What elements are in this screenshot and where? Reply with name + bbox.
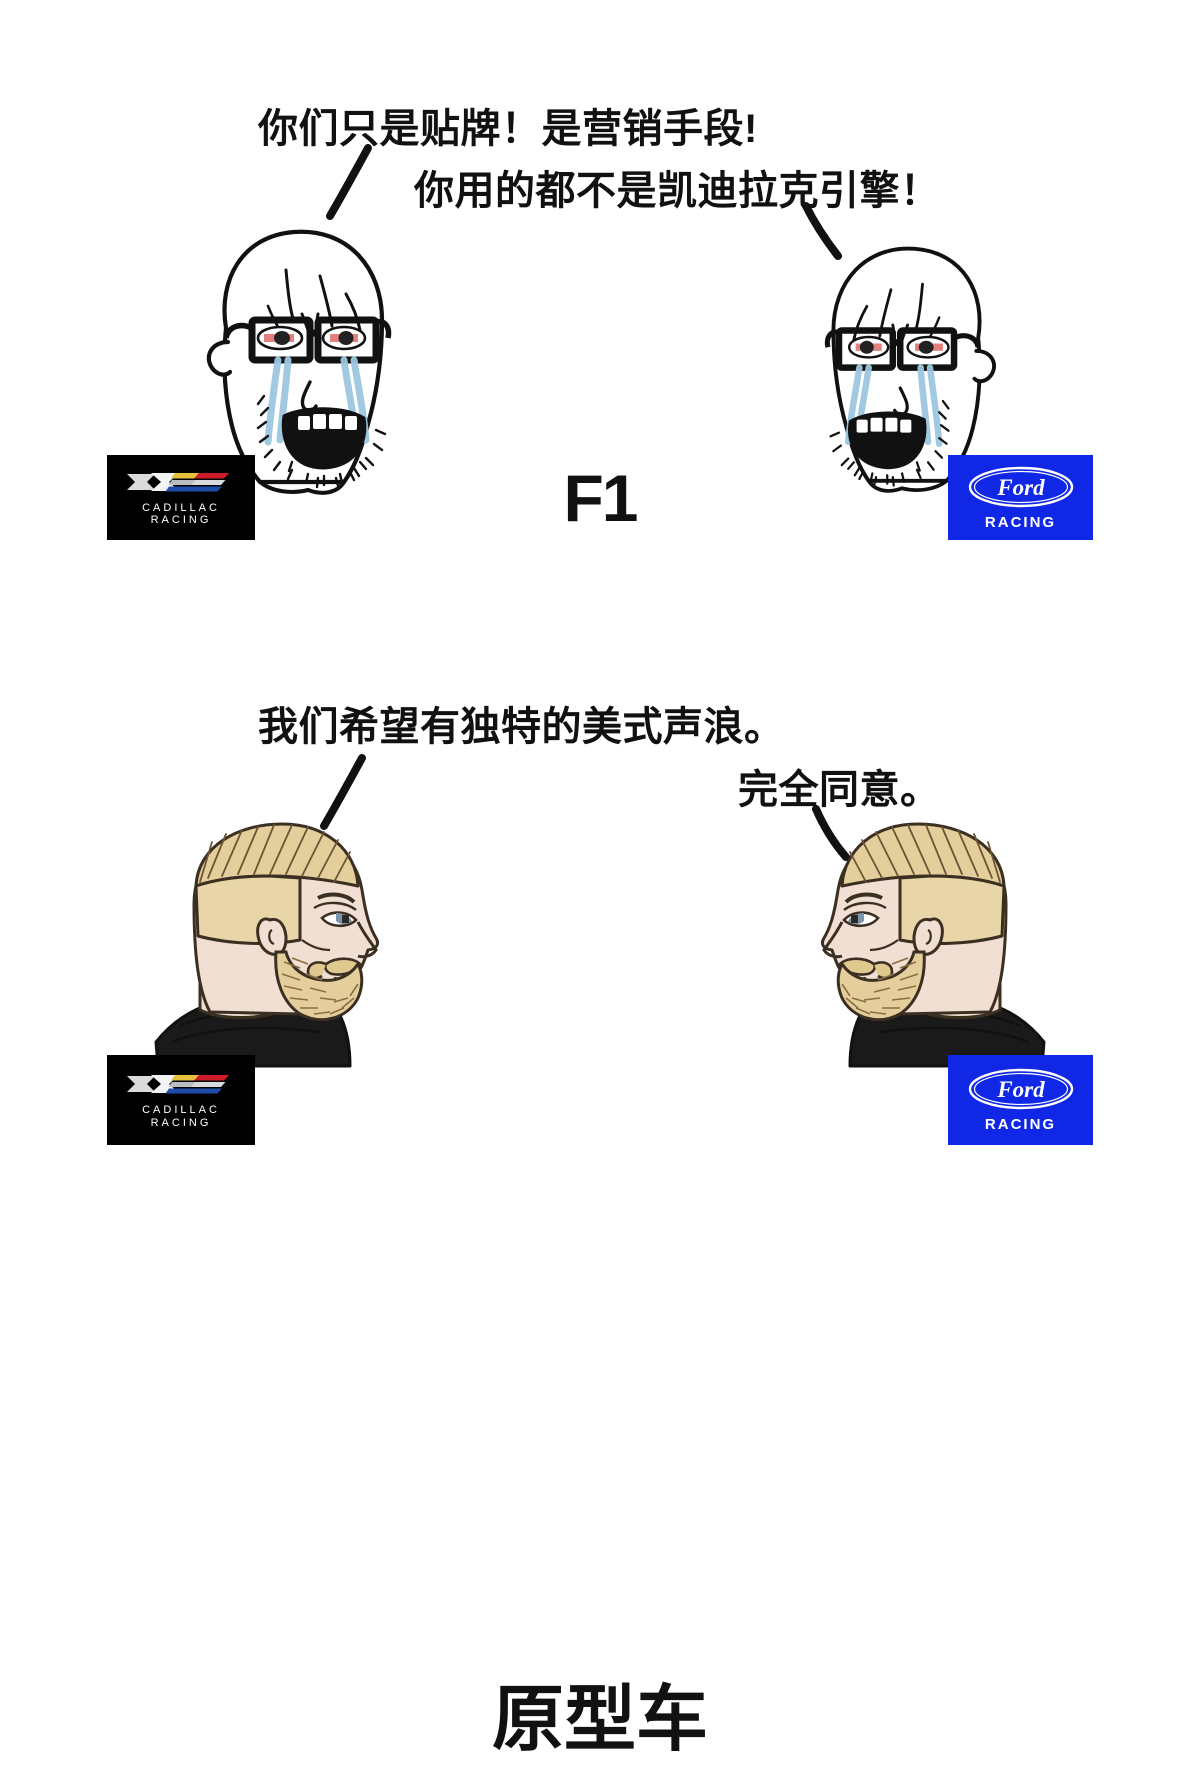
panel-proto-center-label: 原型车: [491, 1680, 708, 1760]
ford-word-bottom: RACING: [984, 1116, 1057, 1133]
panel-proto-line1: 我们希望有独特的美式声浪。: [258, 705, 785, 749]
cadillac-racing-logo-top: CADILLAC RACING: [107, 455, 255, 540]
pointer-stroke-left-top: [326, 144, 372, 220]
ford-oval-icon: Ford: [968, 466, 1073, 507]
ford-racing-logo-bottom: Ford RACING: [948, 1055, 1093, 1145]
chad-left: [154, 822, 380, 1068]
chad-right: [820, 822, 1046, 1068]
cadillac-word-top: CADILLAC: [142, 1104, 220, 1117]
ford-racing-logo-top: Ford RACING: [948, 455, 1093, 540]
panel-f1: 你们只是贴牌！是营销手段! 你用的都不是凯迪拉克引擎！: [0, 0, 1200, 600]
panel-prototype: 我们希望有独特的美式声浪。 完全同意。: [0, 600, 1200, 1760]
cadillac-crest-icon: [127, 1075, 229, 1094]
panel-proto-line2: 完全同意。: [738, 768, 941, 812]
panel-f1-center-label: F1: [563, 461, 638, 535]
cadillac-word-bottom: RACING: [150, 1116, 212, 1129]
pointer-stroke-right-top: [802, 202, 842, 260]
cadillac-crest-icon: [127, 472, 229, 492]
pointer-stroke-right-bottom: [812, 805, 850, 861]
crying-soyjak-right: [824, 246, 997, 493]
ford-wordmark: Ford: [996, 1077, 1045, 1102]
panel-f1-line2: 你用的都不是凯迪拉克引擎！: [414, 169, 941, 213]
crying-soyjak-left: [206, 229, 392, 495]
cadillac-word-bottom: RACING: [150, 514, 212, 526]
cadillac-word-top: CADILLAC: [142, 501, 220, 514]
pointer-stroke-left-bottom: [320, 754, 366, 830]
ford-word-bottom: RACING: [984, 513, 1057, 531]
panel-f1-line1: 你们只是贴牌！是营销手段!: [258, 107, 758, 151]
cadillac-racing-logo-bottom: CADILLAC RACING: [107, 1055, 255, 1145]
ford-wordmark: Ford: [996, 475, 1045, 500]
ford-oval-icon: Ford: [968, 1068, 1073, 1110]
